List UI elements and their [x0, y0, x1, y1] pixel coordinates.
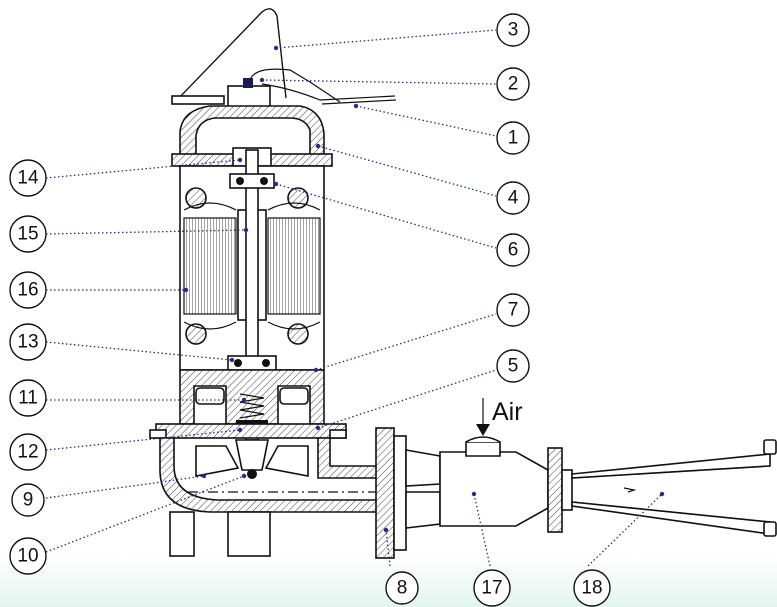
callout-6: 6 — [496, 233, 530, 267]
svg-text:5: 5 — [508, 356, 519, 377]
svg-text:11: 11 — [18, 388, 38, 409]
svg-text:7: 7 — [508, 300, 519, 321]
pump-base-feet — [169, 511, 271, 557]
svg-text:4: 4 — [508, 188, 519, 209]
svg-text:16: 16 — [17, 280, 38, 301]
svg-text:12: 12 — [17, 442, 38, 463]
svg-text:10: 10 — [17, 546, 38, 567]
callout-3: 3 — [496, 13, 530, 47]
leader-lines — [45, 29, 665, 567]
callout-2: 2 — [496, 67, 530, 101]
callout-5: 5 — [496, 349, 530, 383]
callout-13: 13 — [9, 323, 47, 361]
svg-text:13: 13 — [17, 332, 38, 353]
outlet-pipe — [547, 439, 777, 537]
callout-7: 7 — [496, 293, 530, 327]
svg-text:15: 15 — [17, 224, 38, 245]
svg-text:3: 3 — [508, 20, 519, 41]
callout-10: 10 — [9, 537, 47, 575]
svg-text:14: 14 — [17, 168, 39, 189]
callout-1: 1 — [496, 121, 530, 155]
svg-text:6: 6 — [508, 240, 519, 261]
callout-11: 11 — [9, 379, 47, 417]
callout-17: 17 — [473, 569, 511, 607]
callout-4: 4 — [496, 181, 530, 215]
svg-text:2: 2 — [508, 74, 519, 95]
callout-15: 15 — [9, 215, 47, 253]
discharge-flange — [375, 427, 407, 559]
svg-text:9: 9 — [23, 490, 34, 511]
motor-top-cover — [171, 105, 333, 167]
ejector-nozzle — [405, 398, 549, 529]
cable-entry — [227, 68, 397, 109]
svg-text:8: 8 — [397, 578, 408, 599]
svg-text:18: 18 — [581, 578, 602, 599]
callout-9: 9 — [11, 483, 45, 517]
callout-12: 12 — [9, 433, 47, 471]
callout-18: 18 — [573, 569, 611, 607]
pump-flange — [149, 423, 347, 439]
callout-14: 14 — [9, 159, 47, 197]
air-inlet-label: Air — [492, 398, 523, 426]
svg-text:1: 1 — [508, 128, 519, 149]
volute-casing — [159, 429, 393, 513]
callout-16: 16 — [9, 271, 47, 309]
svg-text:17: 17 — [481, 578, 502, 599]
lifting-handle — [171, 8, 287, 105]
oil-chamber — [179, 369, 325, 430]
callout-8: 8 — [385, 571, 419, 605]
motor-housing — [179, 149, 325, 441]
